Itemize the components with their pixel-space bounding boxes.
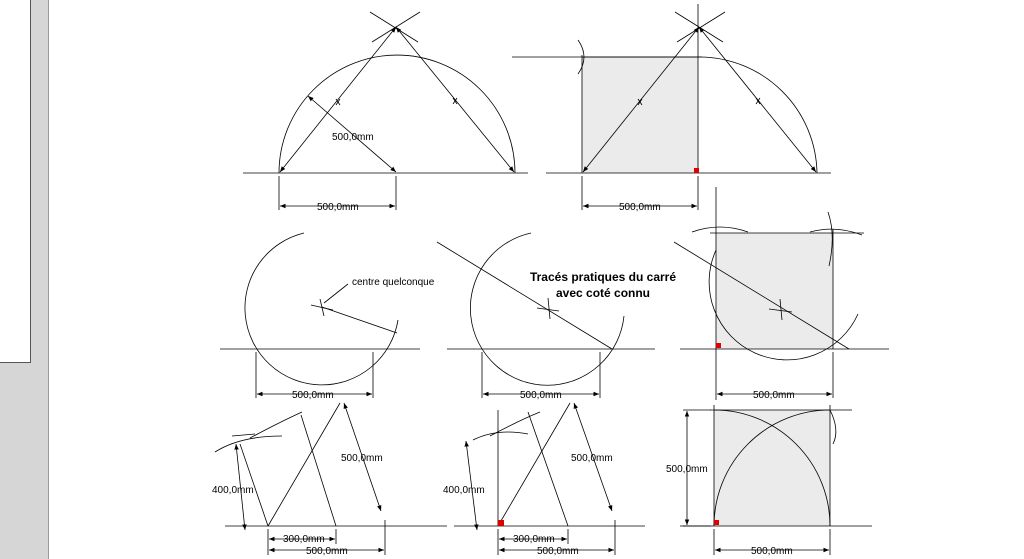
dim-label: 500,0mm (753, 390, 795, 401)
dim-label: 500,0mm (317, 202, 359, 213)
side-panel-edge (48, 0, 49, 559)
dim-label: 400,0mm (443, 485, 485, 496)
dim-label: 500,0mm (666, 464, 708, 475)
right-angle-marker (498, 520, 504, 526)
annotation-label: centre quelconque (352, 277, 435, 288)
title-line-1: Tracés pratiques du carré (530, 270, 676, 284)
dim-label: 500,0mm (292, 390, 334, 401)
dim-label: 500,0mm (332, 132, 374, 143)
dim-label: 500,0mm (571, 453, 613, 464)
title-line-2: avec coté connu (556, 286, 650, 300)
panel-square-semicircle (512, 4, 831, 210)
dim-label: 500,0mm (751, 546, 793, 557)
side-panel-canvas (0, 0, 31, 363)
panel-square-circle (673, 187, 889, 400)
panel-semicircle (243, 11, 528, 210)
panel-circle-diameter (436, 232, 655, 398)
dim-label: 500,0mm (537, 546, 579, 557)
right-angle-marker (714, 520, 719, 525)
panel-circle-center (220, 232, 420, 398)
dim-label: 300,0mm (283, 534, 325, 545)
right-angle-marker (716, 343, 721, 348)
panel-square-arcs (680, 405, 872, 555)
panel-345-rule (214, 402, 447, 555)
panel-345-right-angle (454, 402, 645, 555)
right-angle-marker (694, 168, 699, 173)
dim-label: 400,0mm (212, 485, 254, 496)
dim-label: 500,0mm (341, 453, 383, 464)
dim-label: 500,0mm (520, 390, 562, 401)
dim-label: 300,0mm (513, 534, 555, 545)
dim-label: 500,0mm (306, 546, 348, 557)
dim-label: 500,0mm (619, 202, 661, 213)
